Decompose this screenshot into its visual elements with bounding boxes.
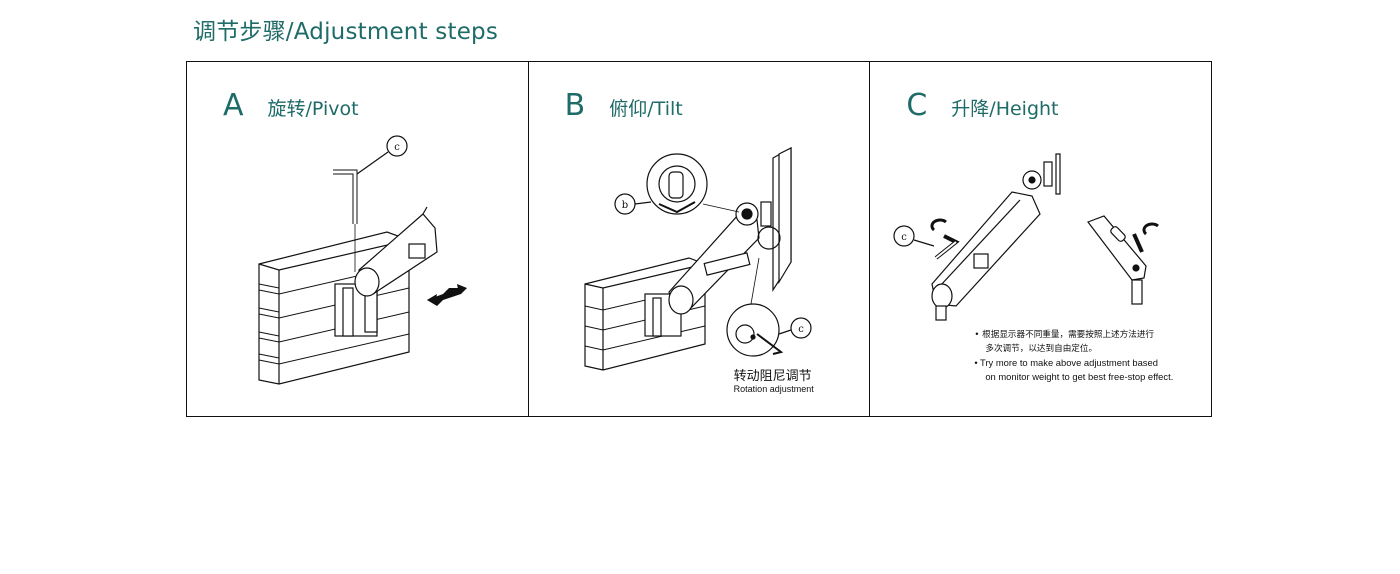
step-letter: B: [564, 88, 586, 123]
panel-tilt: B 俯仰/Tilt: [527, 62, 870, 416]
step-letter: A: [223, 88, 244, 123]
adjustment-steps-panels: A 旋转/Pivot: [186, 61, 1212, 417]
page-title: 调节步骤/Adjustment steps: [193, 19, 499, 45]
step-letter: C: [906, 88, 928, 123]
note-en-line2: on monitor weight to get best free-stop …: [985, 371, 1174, 382]
note-cn-line2: 多次调节，以达到自由定位。: [985, 344, 1098, 354]
panel-header: C 升降/Height: [906, 88, 1058, 123]
adjustment-notes: • 根据显示器不同重量，需要按照上述方法进行 多次调节，以达到自由定位。 • T…: [974, 328, 1173, 384]
rotation-caption-cn: 转动阻尼调节: [733, 369, 812, 384]
panel-header: B 俯仰/Tilt: [565, 88, 683, 123]
rotation-caption-en: Rotation adjustment: [733, 384, 814, 394]
note-cn-line1: • 根据显示器不同重量，需要按照上述方法进行: [974, 330, 1155, 340]
step-label: 升降/Height: [951, 98, 1059, 120]
note-en-line1: • Try more to make above adjustment base…: [974, 357, 1158, 368]
callout-c: c: [902, 232, 908, 243]
height-illustration: c: [893, 153, 1160, 321]
step-label: 俯仰/Tilt: [609, 98, 683, 120]
panel-height: C 升降/Height: [869, 62, 1211, 416]
tilt-illustration: b c: [584, 146, 812, 371]
panel-pivot: A 旋转/Pivot: [187, 62, 528, 416]
callout-b: b: [621, 200, 627, 211]
panel-header: A 旋转/Pivot: [223, 88, 359, 123]
callout-c: c: [798, 324, 804, 335]
pivot-illustration: c: [258, 135, 467, 385]
callout-c: c: [394, 142, 400, 153]
step-label: 旋转/Pivot: [267, 98, 359, 120]
